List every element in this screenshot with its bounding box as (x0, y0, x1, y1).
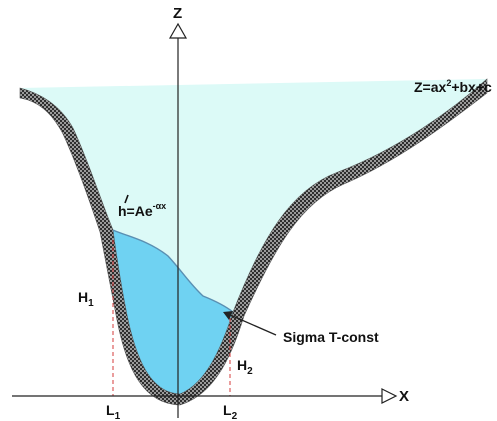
parabola-equation-label: Z=ax2+bx+c (414, 78, 492, 95)
x-axis-arrowhead (381, 388, 398, 404)
light-water-region (20, 79, 487, 312)
l1-label: L1 (106, 402, 121, 421)
l1-main: L (106, 402, 115, 418)
parabola-eq-base: Z=ax (414, 79, 447, 95)
l2-sub: 2 (232, 411, 238, 421)
z-axis-arrowhead (168, 22, 188, 39)
dark-water-region (113, 230, 233, 394)
h2-label: H2 (237, 357, 253, 377)
x-axis-label: X (399, 388, 409, 405)
sigma-pointer-arrowhead (223, 311, 233, 320)
exponential-profile-curve (112, 229, 234, 313)
parabola-eq-rest: +bx+c (451, 79, 492, 95)
exp-eq-base: h=Ae (118, 203, 153, 219)
z-axis-label: Z (173, 5, 182, 22)
parabola-eq-sup: 2 (446, 78, 451, 88)
l2-label: L2 (223, 402, 238, 421)
h-prime-mark (124, 194, 129, 204)
h2-sub: 2 (247, 366, 253, 377)
exponential-equation-label: h=Ae-αx (118, 201, 166, 219)
h1-sub: 1 (88, 298, 94, 309)
sigma-label: Sigma T-const (283, 329, 379, 345)
h1-label: H1 (78, 289, 94, 309)
l1-sub: 1 (115, 411, 121, 421)
h1-main: H (78, 289, 88, 305)
h2-main: H (237, 357, 247, 373)
sigma-pointer-line (227, 313, 277, 336)
channel-bank (19, 78, 488, 406)
exp-eq-sup: -αx (153, 201, 167, 211)
l2-main: L (223, 402, 232, 418)
